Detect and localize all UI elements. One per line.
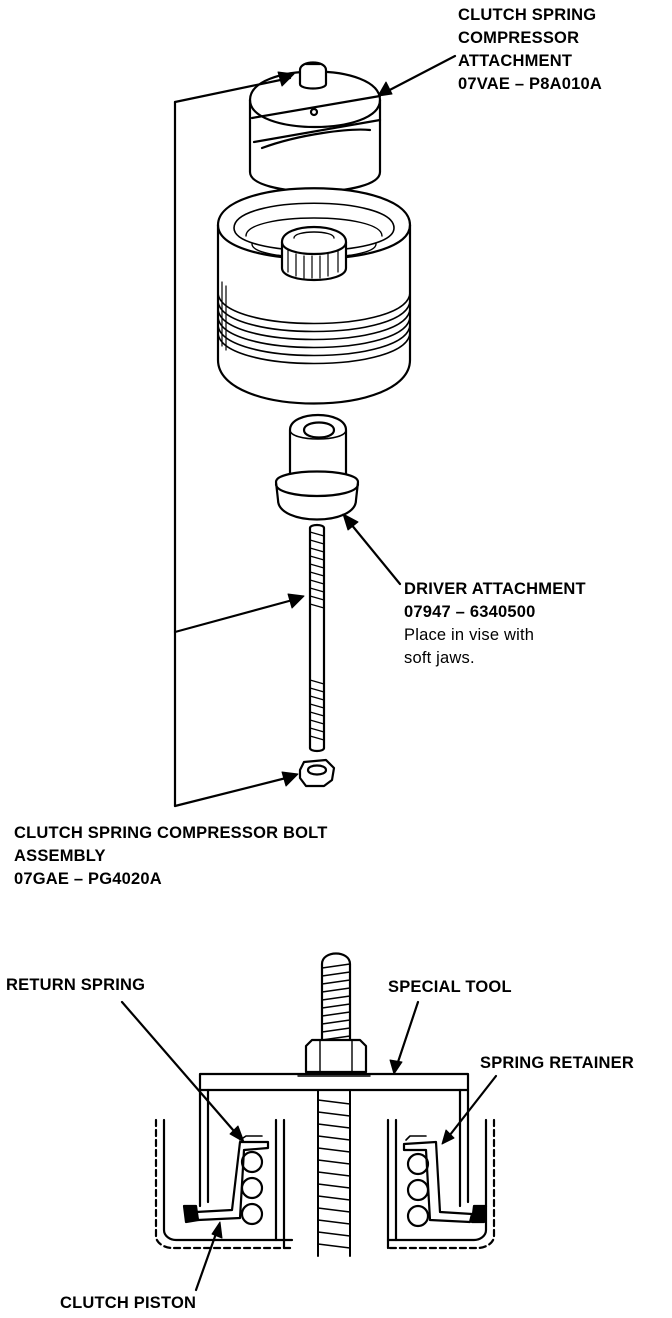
leader-special-tool xyxy=(389,1000,420,1075)
label-text: CLUTCH PISTON xyxy=(60,1294,197,1312)
bolt-assembly xyxy=(298,523,336,788)
leader-compressor-attachment xyxy=(377,54,457,97)
leader-return-spring xyxy=(120,1000,245,1143)
label-return-spring: RETURN SPRING xyxy=(6,974,145,997)
label-text: SPRING RETAINER xyxy=(480,1054,634,1072)
label-compressor-attachment: CLUTCH SPRING COMPRESSOR ATTACHMENT 07VA… xyxy=(458,4,602,96)
cross-section xyxy=(154,952,496,1257)
label-special-tool: SPECIAL TOOL xyxy=(388,976,512,999)
label-note: Place in vise with xyxy=(404,626,535,644)
label-line: CLUTCH SPRING COMPRESSOR BOLT xyxy=(14,824,328,842)
assembly-bracket xyxy=(173,71,305,808)
label-driver-attachment: DRIVER ATTACHMENT 07947 – 6340500 Place … xyxy=(404,578,586,670)
label-line: ATTACHMENT xyxy=(458,52,573,70)
label-part-number: 07947 – 6340500 xyxy=(404,603,536,621)
label-part-number: 07VAE – P8A010A xyxy=(458,75,602,93)
label-note: soft jaws. xyxy=(404,649,475,667)
leader-driver-attachment xyxy=(342,513,402,586)
label-text: SPECIAL TOOL xyxy=(388,978,512,996)
label-clutch-piston: CLUTCH PISTON xyxy=(60,1292,196,1315)
compressor-attachment xyxy=(248,61,382,193)
label-bolt-assembly: CLUTCH SPRING COMPRESSOR BOLT ASSEMBLY 0… xyxy=(14,822,328,891)
label-line: COMPRESSOR xyxy=(458,29,580,47)
label-spring-retainer: SPRING RETAINER xyxy=(480,1052,634,1075)
leader-clutch-piston xyxy=(194,1221,223,1292)
driver-attachment xyxy=(274,413,360,521)
leader-spring-retainer xyxy=(441,1074,498,1145)
label-line: ASSEMBLY xyxy=(14,847,106,865)
clutch-drum xyxy=(216,187,412,405)
label-text: RETURN SPRING xyxy=(6,976,146,994)
label-part-number: 07GAE – PG4020A xyxy=(14,870,162,888)
label-title: DRIVER ATTACHMENT xyxy=(404,580,586,598)
label-line: CLUTCH SPRING xyxy=(458,6,597,24)
